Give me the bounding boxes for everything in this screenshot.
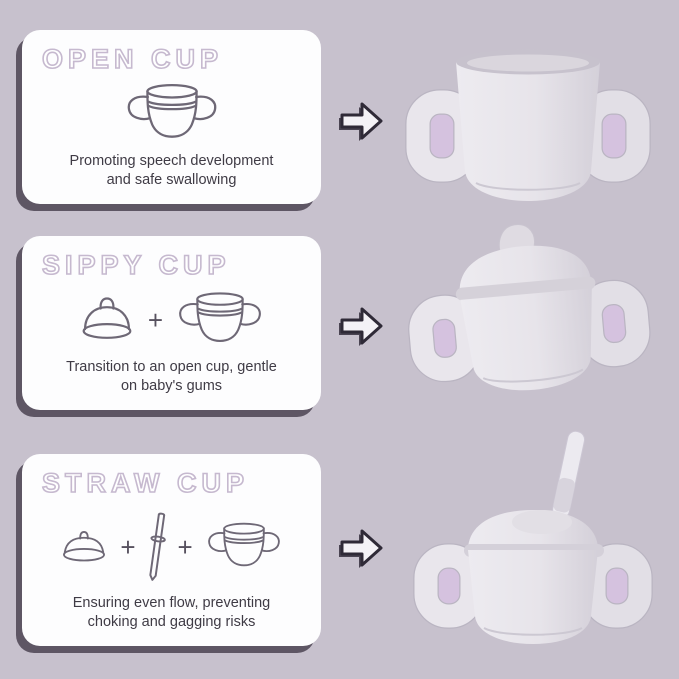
open-cup-description: Promoting speech development and safe sw… — [69, 153, 274, 189]
open-cup-title: OPEN CUP — [41, 43, 224, 75]
plus-sign: + — [120, 531, 136, 562]
sippy-cup-description: Transition to an open cup, gentle on bab… — [66, 359, 277, 395]
right-arrow-icon — [339, 307, 383, 346]
straw-cup-render — [413, 430, 653, 644]
open-cup-icon-row — [36, 75, 307, 152]
plus-sign: + — [147, 304, 164, 335]
open-cup-line-icon — [120, 77, 224, 151]
straw-cup-description: Ensuring even flow, preventing choking a… — [72, 595, 271, 631]
sippy-cup-card: SIPPY CUP + Transition to an open cup, g… — [22, 236, 321, 410]
sippy-cup-title: SIPPY CUP — [41, 249, 231, 281]
open-cup-line-icon — [172, 286, 268, 354]
straw-cup-title: STRAW CUP — [41, 467, 249, 499]
open-cup-line-icon — [202, 517, 286, 577]
open-cup-render — [405, 49, 651, 201]
sippy-cup-product-image — [408, 224, 651, 391]
straw-line-icon — [140, 510, 174, 583]
right-arrow-icon — [339, 102, 383, 141]
plus-sign: + — [177, 531, 193, 562]
straw-cup-card: STRAW CUP + + Ensuring even flow, preven… — [22, 454, 321, 646]
straw-lid-line-icon — [57, 528, 111, 566]
sippy-cup-render — [408, 224, 651, 391]
sippy-cup-icon-row: + — [36, 281, 307, 358]
straw-cup-icon-row: + + — [36, 499, 307, 594]
straw-cup-product-image — [413, 430, 653, 644]
sippy-lid-line-icon — [75, 296, 139, 344]
right-arrow-icon — [339, 529, 383, 568]
open-cup-product-image — [405, 49, 651, 201]
open-cup-card: OPEN CUP Promoting speech development an… — [22, 30, 321, 204]
